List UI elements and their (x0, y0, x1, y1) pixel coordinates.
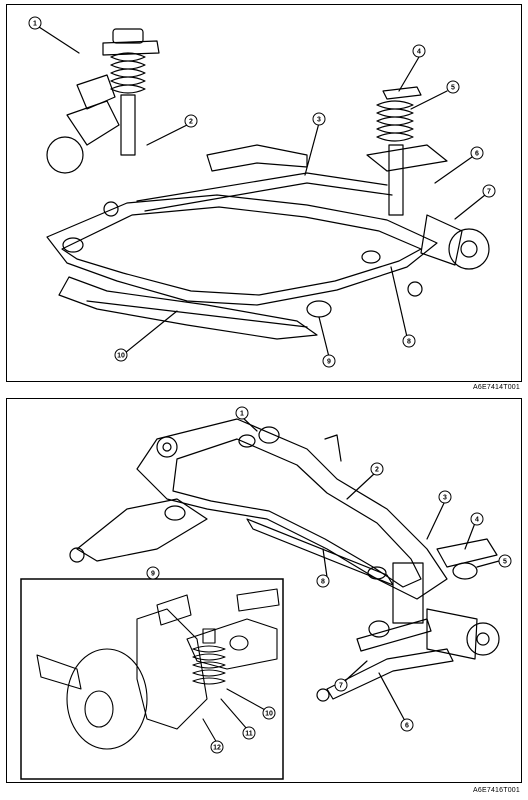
callout-7: 7 (482, 184, 496, 198)
svg-text:6: 6 (475, 151, 479, 158)
svg-text:5: 5 (451, 85, 455, 92)
callout-3: 3 (438, 490, 452, 504)
callout-8: 8 (402, 334, 416, 348)
callout-6: 6 (470, 146, 484, 160)
svg-text:9: 9 (327, 359, 331, 366)
callout-10: 10 (114, 348, 128, 362)
svg-text:12: 12 (213, 745, 221, 752)
inset-detail-box (20, 578, 284, 780)
callout-4: 4 (470, 512, 484, 526)
callout-2: 2 (370, 462, 384, 476)
callout-3: 3 (312, 112, 326, 126)
svg-text:3: 3 (317, 117, 321, 124)
callout-8: 8 (316, 574, 330, 588)
svg-text:4: 4 (417, 49, 421, 56)
callout-6: 6 (400, 718, 414, 732)
front-suspension-drawing: 1 2 3 4 5 6 7 8 (28, 16, 496, 368)
callout-5: 5 (498, 554, 512, 568)
front-suspension-figure: 1 2 3 4 5 6 7 8 (6, 4, 522, 382)
callout-1: 1 (235, 406, 249, 420)
svg-text:3: 3 (443, 495, 447, 502)
svg-text:11: 11 (245, 731, 253, 738)
callout-2: 2 (184, 114, 198, 128)
svg-text:8: 8 (321, 579, 325, 586)
callout-9: 9 (146, 566, 160, 580)
figure-code-rear: A6E7416T001 (473, 787, 520, 794)
callout-7: 7 (334, 678, 348, 692)
callout-5: 5 (446, 80, 460, 94)
svg-text:8: 8 (407, 339, 411, 346)
callout-12: 12 (210, 740, 224, 754)
rear-suspension-drawing: 1 2 3 4 5 6 7 8 (20, 406, 512, 780)
svg-text:5: 5 (503, 559, 507, 566)
svg-text:9: 9 (151, 571, 155, 578)
svg-text:1: 1 (240, 411, 244, 418)
svg-text:10: 10 (117, 353, 125, 360)
callout-11: 11 (242, 726, 256, 740)
callout-9: 9 (322, 354, 336, 368)
svg-text:7: 7 (487, 189, 491, 196)
callout-1: 1 (28, 16, 42, 30)
svg-text:10: 10 (265, 711, 273, 718)
callout-10: 10 (262, 706, 276, 720)
svg-text:2: 2 (189, 119, 193, 126)
callout-4: 4 (412, 44, 426, 58)
svg-text:1: 1 (33, 21, 37, 28)
figure-code-front: A6E7414T001 (473, 384, 520, 391)
svg-text:4: 4 (475, 517, 479, 524)
rear-suspension-figure: 1 2 3 4 5 6 7 8 (6, 398, 522, 783)
svg-text:6: 6 (405, 723, 409, 730)
svg-text:2: 2 (375, 467, 379, 474)
svg-text:7: 7 (339, 683, 343, 690)
